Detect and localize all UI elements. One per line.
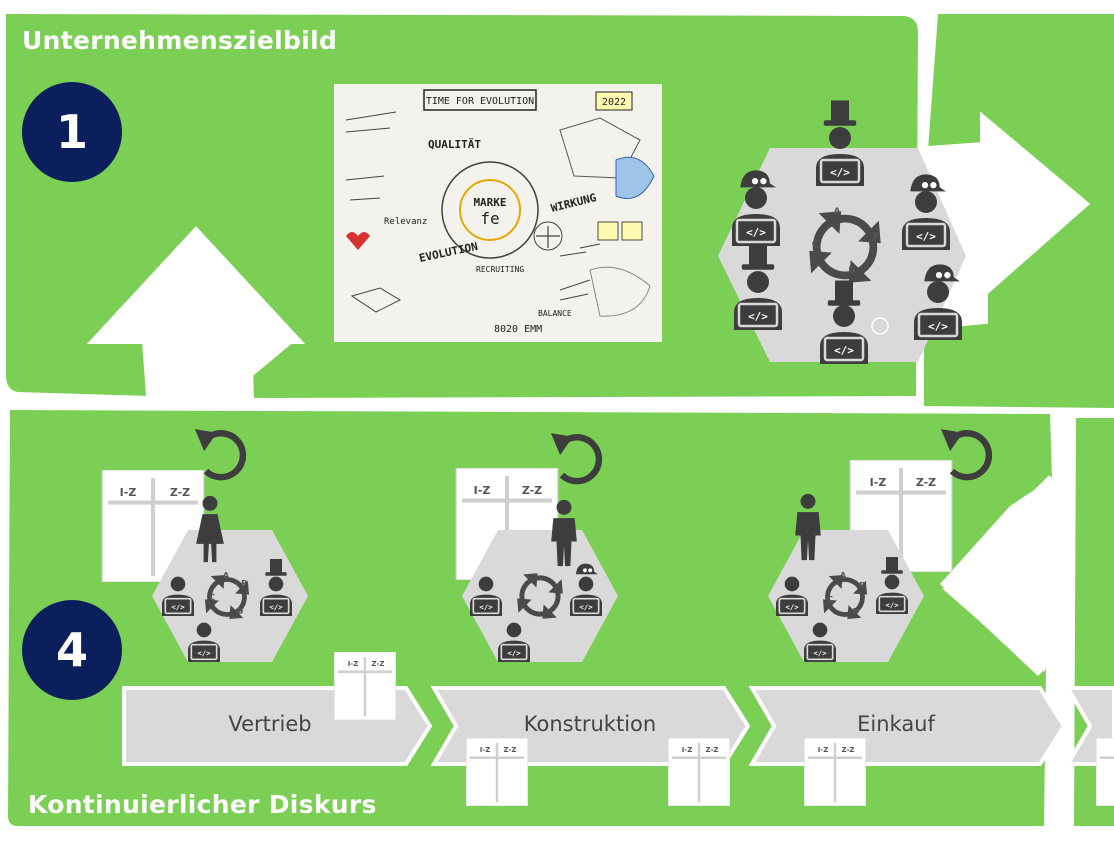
doc-label-left: I-Z [818, 746, 829, 754]
step-number-badge-top: 1 [22, 82, 122, 182]
svg-text:fe: fe [480, 209, 499, 228]
document-icon [1096, 738, 1114, 806]
sketch-word-5: RECRUITING [476, 265, 524, 274]
globe-icon [871, 317, 889, 335]
sketch-word-4: Relevanz [384, 217, 427, 227]
team-einkauf: I-Z Z-Z A P C D [768, 429, 989, 663]
pdca-a: A [834, 207, 841, 217]
doc-label-right: Z-Z [916, 476, 936, 489]
document-icon [804, 738, 866, 806]
pdca-d: D [237, 607, 244, 616]
sketch-title: TIME FOR EVOLUTION [426, 96, 534, 107]
doc-label-right: Z-Z [842, 746, 855, 754]
doc-label-right: Z-Z [706, 746, 719, 754]
section-title-bottom: Kontinuierlicher Diskurs [28, 790, 377, 819]
doc-label-right: Z-Z [170, 486, 190, 499]
right-arrow-outline [923, 111, 1091, 330]
sketch-word-7: BALANCE [538, 309, 572, 318]
pdca-d: D [853, 607, 860, 616]
team-vertrieb: I-Z Z-Z P A C D [102, 429, 308, 663]
up-arrow-outline [86, 226, 306, 399]
doc-label-left: I-Z [348, 660, 359, 668]
sketch-word-6: 8020 EMM [494, 324, 542, 335]
step-number-badge-bottom: 4 [22, 600, 122, 700]
sketch-year: 2022 [602, 97, 626, 108]
doc-label-left: I-Z [870, 476, 887, 489]
team-hexagon [152, 530, 308, 662]
section-title-top: Unternehmenszielbild [22, 26, 338, 55]
document-icon [466, 738, 528, 806]
pdca-p: P [241, 579, 247, 588]
team-hexagon [462, 530, 618, 662]
process-step-einkauf: Einkauf [857, 712, 935, 736]
top-right-band [924, 14, 1114, 408]
pdca-c: C [812, 240, 819, 250]
process-step-vertrieb: Vertrieb [228, 712, 312, 736]
doc-label-left: I-Z [480, 746, 491, 754]
small-documents: I-Z Z-Z I-Z Z-Z I-Z Z-Z I-Z Z-Z [334, 652, 1114, 806]
pdca-a: A [223, 571, 230, 580]
left-arrow-outline [942, 475, 1055, 672]
doc-label-right: Z-Z [504, 746, 517, 754]
pdca-a: A [840, 571, 847, 580]
pdca-c: C [209, 593, 215, 602]
doc-label-left: I-Z [474, 484, 491, 497]
doc-label-left: I-Z [682, 746, 693, 754]
document-icon [334, 652, 396, 720]
top-team-group: A P D C [718, 100, 966, 366]
pdca-c: C [827, 595, 833, 604]
doc-label-right: Z-Z [522, 484, 542, 497]
process-step-konstruktion: Konstruktion [523, 712, 657, 736]
pdca-p: P [859, 581, 865, 590]
pdca-p: P [873, 232, 880, 242]
document-icon [668, 738, 730, 806]
team-konstruktion: I-Z Z-Z [456, 433, 618, 663]
pdca-d: D [848, 266, 855, 276]
doc-label-left: I-Z [120, 486, 137, 499]
sketch-board-image: TIME FOR EVOLUTION 2022 MARKE fe EVOLUTI… [334, 84, 662, 342]
doc-label-right: Z-Z [372, 660, 385, 668]
sketch-center-word: MARKE [473, 196, 506, 209]
team-hexagon [768, 530, 924, 662]
sketch-word-3: QUALITÄT [428, 137, 481, 151]
